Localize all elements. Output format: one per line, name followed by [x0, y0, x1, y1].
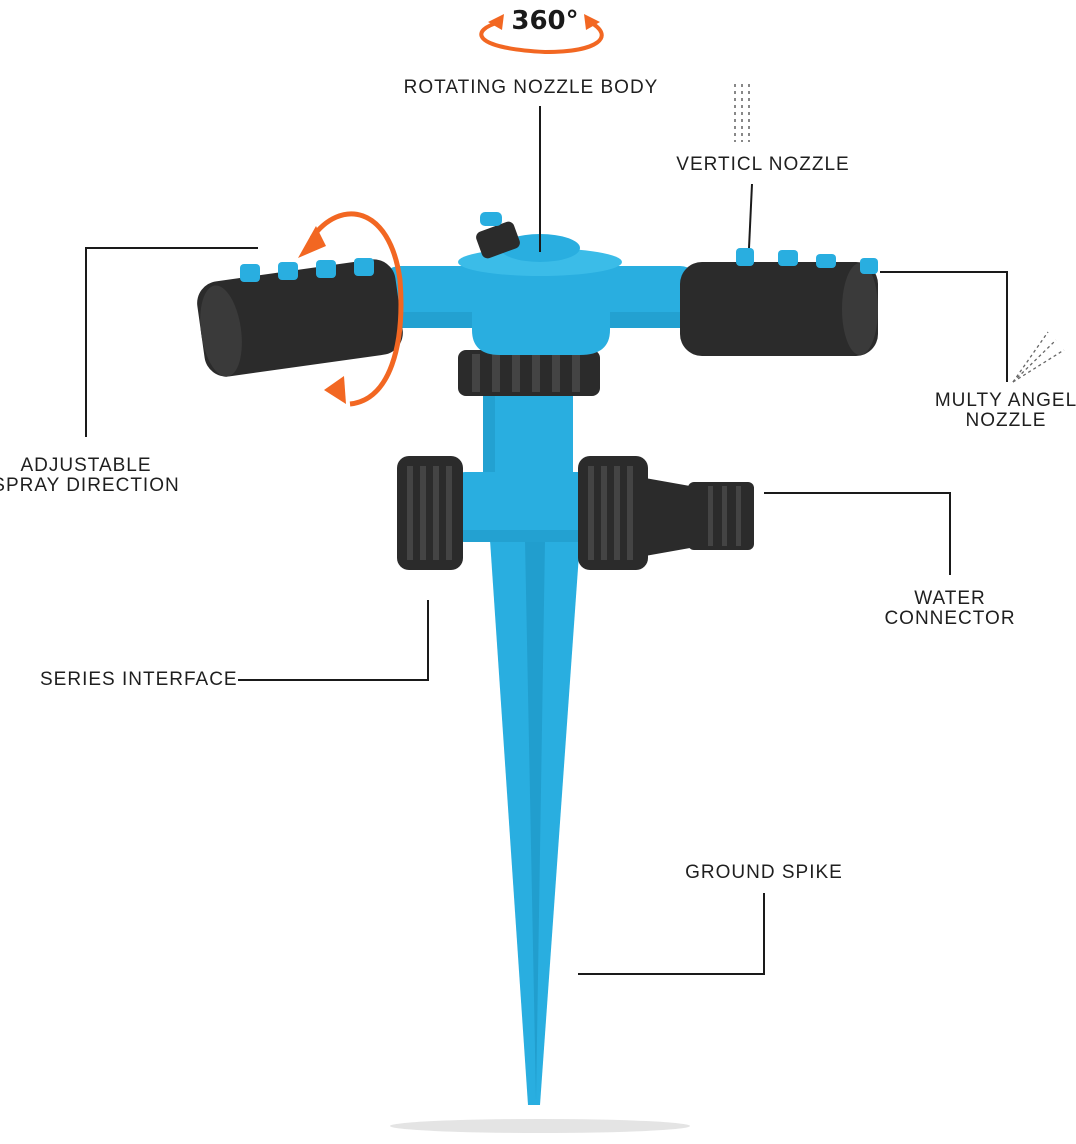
- label-water-line1: WATER: [914, 588, 986, 609]
- rotation-360-label: 360°: [511, 6, 579, 36]
- water-connector-cap: [578, 456, 648, 570]
- label-adjustable-line1: ADJUSTABLE: [20, 455, 152, 476]
- label-water-connector: WATER CONNECTOR: [884, 589, 1015, 629]
- leader-lines: [85, 106, 1008, 975]
- angled-spray-icon: [1012, 331, 1065, 383]
- label-multy-angel-line2: NOZZLE: [965, 410, 1047, 431]
- leader-series-interface: [238, 600, 429, 681]
- leader-multy-angel: [880, 271, 1008, 382]
- water-connector: [645, 478, 754, 556]
- nut-ring: [458, 350, 600, 396]
- leader-adjustable: [85, 247, 258, 437]
- right-nozzle-handle: [680, 248, 878, 356]
- leader-water-connector: [764, 492, 951, 575]
- series-interface-cap: [397, 456, 463, 570]
- label-rotating-nozzle-body: ROTATING NOZZLE BODY: [403, 77, 659, 98]
- label-adjustable-spray-direction: ADJUSTABLE SPRAY DIRECTION: [0, 456, 180, 496]
- rotating-nozzle-body: [458, 212, 622, 355]
- label-ground-spike: GROUND SPIKE: [685, 862, 843, 883]
- vertical-spray-icon: [734, 84, 750, 142]
- label-multy-angel-nozzle: MULTY ANGEL NOZZLE: [935, 391, 1076, 431]
- label-adjustable-line2: SPRAY DIRECTION: [0, 475, 180, 496]
- label-series-interface: SERIES INTERFACE: [40, 669, 238, 690]
- leader-vertical-nozzle: [748, 183, 753, 249]
- leader-ground-spike: [578, 893, 765, 975]
- ground-spike: [490, 540, 580, 1105]
- label-vertical-nozzle: VERTICL NOZZLE: [676, 154, 850, 175]
- series-body: [455, 472, 590, 542]
- stem: [483, 390, 573, 480]
- ground-shadow: [390, 1119, 690, 1133]
- rotation-360-icon: [479, 14, 604, 55]
- adjust-direction-arrow-icon: [298, 211, 404, 407]
- label-water-line2: CONNECTOR: [884, 608, 1016, 629]
- left-nozzle-handle: [197, 258, 403, 377]
- label-multy-angel-line1: MULTY ANGEL: [934, 390, 1076, 411]
